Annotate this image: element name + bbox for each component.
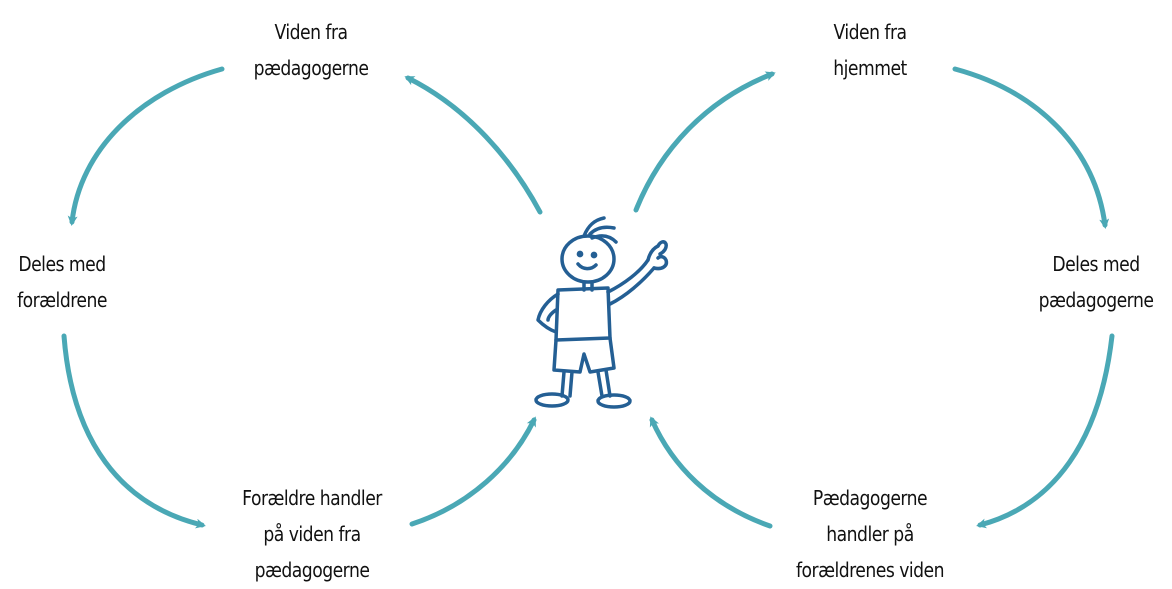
node-paedagogerne-handler: Pædagogerne handler på forældrenes viden <box>795 486 945 582</box>
arrow-center-to-left-top <box>404 75 543 215</box>
node-foraeldre-handler: Forældre handler på viden fra pædagogern… <box>242 486 382 582</box>
arrow-right-top-to-side <box>952 66 1110 229</box>
node-deles-med-paedagogerne: Deles med pædagogerne <box>1038 252 1154 312</box>
waving-child-icon <box>534 216 669 409</box>
arrow-center-to-right-top <box>633 71 776 213</box>
arrow-left-bottom-to-center <box>409 416 537 527</box>
node-viden-fra-paedagogerne: Viden fra pædagogerne <box>253 20 369 80</box>
arrow-left-top-to-side <box>67 66 225 226</box>
arrow-right-side-to-bottom <box>976 333 1115 529</box>
node-viden-fra-hjemmet: Viden fra hjemmet <box>833 20 907 80</box>
node-deles-med-foraeldrene: Deles med forældrene <box>17 252 107 312</box>
arrow-left-side-to-bottom <box>61 333 206 529</box>
arrow-right-bottom-to-center <box>649 416 773 529</box>
